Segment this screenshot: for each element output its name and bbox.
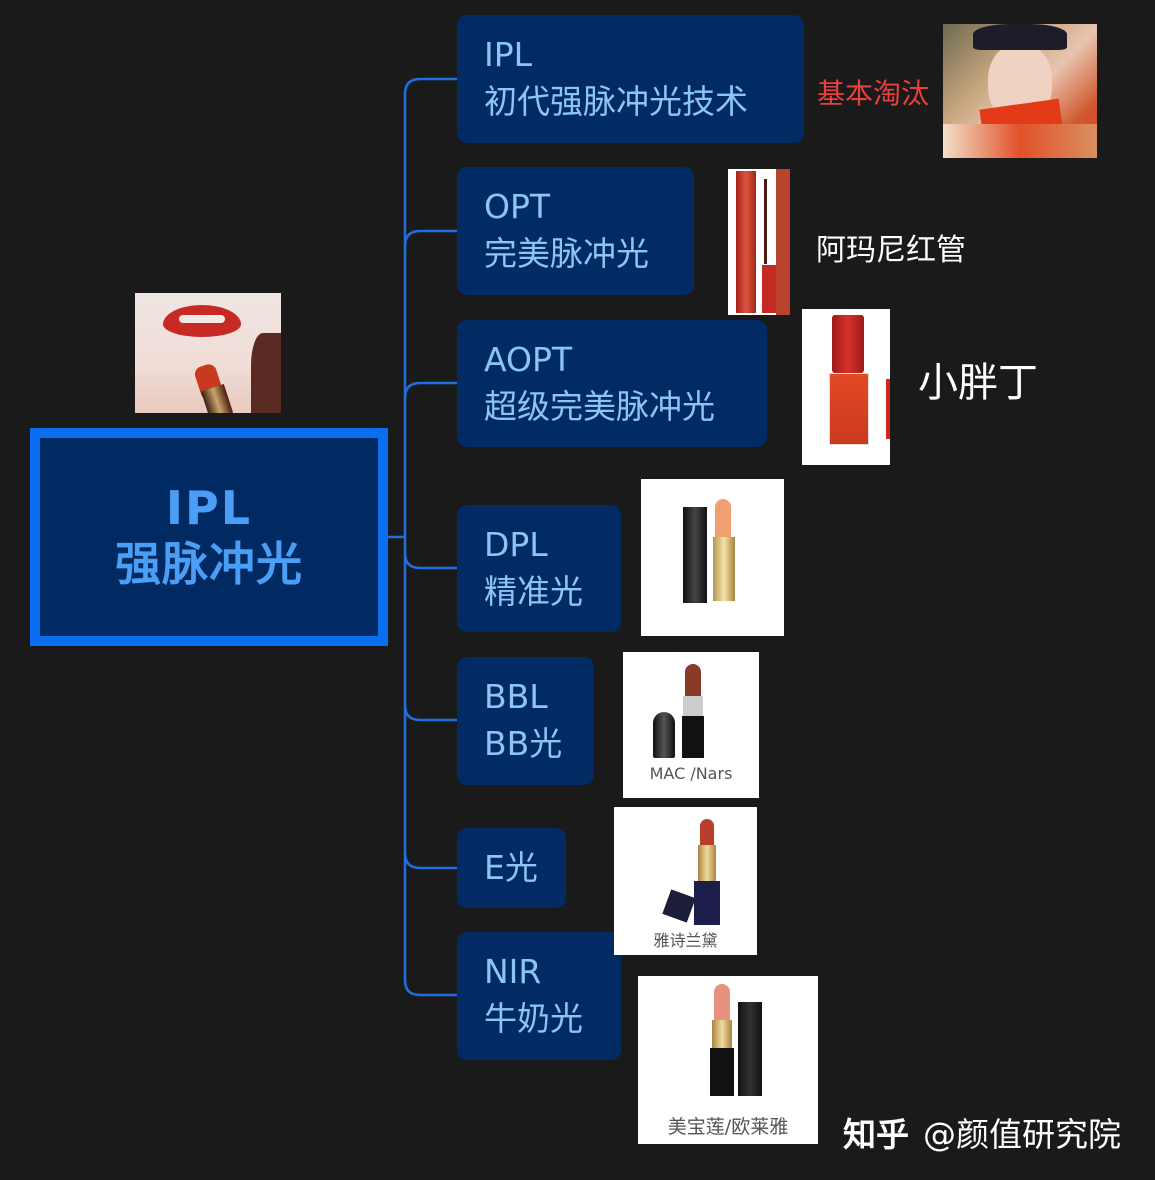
branch-code: BBL xyxy=(484,677,548,716)
branch-code: AOPT xyxy=(484,339,573,379)
branch-name: 完美脉冲光 xyxy=(484,234,649,273)
maybelline-loreal-lipstick-image: 美宝莲/欧莱雅 xyxy=(638,976,818,1144)
actress-photo xyxy=(943,24,1097,158)
central-node-ipl[interactable]: IPL 强脉冲光 xyxy=(30,428,388,646)
annotation-little-fat-ding: 小胖丁 xyxy=(918,360,1038,406)
branch-name: 初代强脉冲光技术 xyxy=(484,82,748,121)
central-title: IPL xyxy=(165,481,253,535)
central-subtitle: 强脉冲光 xyxy=(115,537,303,591)
chanel-lipstick-image xyxy=(641,479,784,636)
branch-node-aopt[interactable]: AOPT 超级完美脉冲光 xyxy=(457,320,767,447)
branch-node-bbl[interactable]: BBL BB光 xyxy=(457,657,594,785)
branch-code: NIR xyxy=(484,952,542,991)
branch-code: IPL xyxy=(484,35,533,74)
product-caption: 美宝莲/欧莱雅 xyxy=(667,1116,789,1138)
product-caption: 雅诗兰黛 xyxy=(653,931,718,950)
branch-name: 牛奶光 xyxy=(484,999,583,1038)
branch-name: 精准光 xyxy=(484,571,583,611)
branch-node-dpl[interactable]: DPL 精准光 xyxy=(457,505,621,632)
author-handle: @颜值研究院 xyxy=(923,1115,1121,1154)
armani-red-tube-image xyxy=(728,169,790,315)
branch-name: 超级完美脉冲光 xyxy=(484,386,715,426)
branch-code: OPT xyxy=(484,187,551,226)
lips-lipstick-photo xyxy=(135,293,281,413)
branch-name: BB光 xyxy=(484,724,563,763)
zhihu-logo-text: 知乎 xyxy=(843,1115,909,1154)
armani-lip-magnet-image xyxy=(802,309,890,465)
branch-name: E光 xyxy=(484,848,538,887)
branch-node-nir[interactable]: NIR 牛奶光 xyxy=(457,932,621,1060)
branch-code: DPL xyxy=(484,524,548,564)
branch-node-ipl[interactable]: IPL 初代强脉冲光技术 xyxy=(457,15,804,143)
watermark: 知乎 @颜值研究院 xyxy=(843,1108,1121,1156)
branch-node-e[interactable]: E光 xyxy=(457,828,566,908)
annotation-eliminated: 基本淘汰 xyxy=(817,77,930,110)
estee-lauder-lipstick-image: 雅诗兰黛 xyxy=(614,807,757,955)
annotation-armani-red-tube: 阿玛尼红管 xyxy=(816,233,966,268)
product-caption: MAC /Nars xyxy=(649,764,733,783)
branch-node-opt[interactable]: OPT 完美脉冲光 xyxy=(457,167,694,295)
mac-lipstick-image: MAC /Nars xyxy=(623,652,759,798)
